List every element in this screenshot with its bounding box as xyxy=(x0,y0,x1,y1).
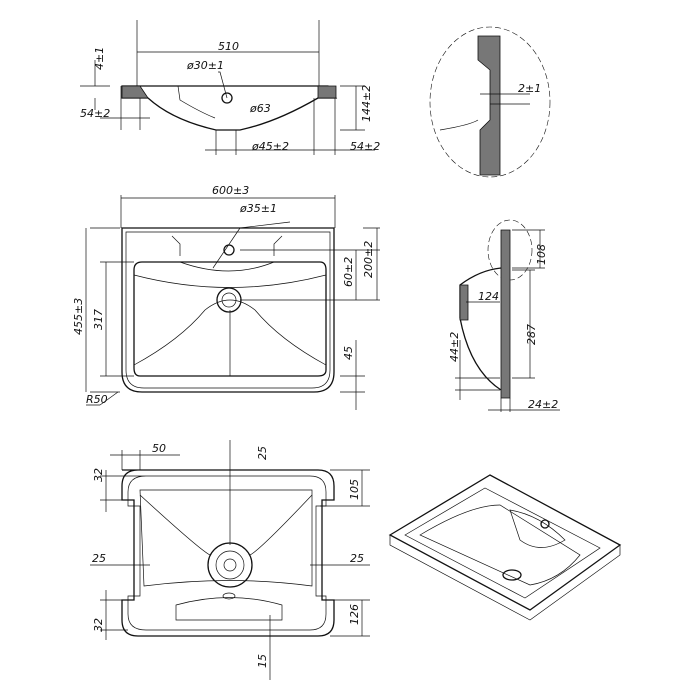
top-drain-from-back-label: 200±2 xyxy=(362,241,375,278)
side-bowl-height-label: 287 xyxy=(525,324,538,345)
detail-view: 2±1 xyxy=(429,26,551,178)
front-left-offset-label: 54±2 xyxy=(80,107,110,120)
bottom-left-bottom-label: 32 xyxy=(92,618,105,632)
front-rim-label: 4±1 xyxy=(93,47,106,70)
front-height-label: 144±2 xyxy=(360,85,373,122)
top-drain-to-tap-label: 60±2 xyxy=(342,257,355,287)
side-bowl-reach-label: 124 xyxy=(478,290,499,303)
bottom-view: 50 25 32 105 25 25 32 126 15 xyxy=(90,440,370,680)
top-front-margin-label: 45 xyxy=(342,346,355,360)
side-wall-thickness-label: 24±2 xyxy=(528,398,558,411)
isometric-view xyxy=(388,474,622,621)
top-view: 600±3 ø35±1 455±3 317 60±2 200±2 45 R50 xyxy=(72,184,380,410)
bottom-right-mid-label: 25 xyxy=(350,552,364,565)
side-front-lip-label: 44±2 xyxy=(448,332,461,362)
front-section-view: 510 ø30±1 ø63 ø45±2 54±2 54±2 144±2 4±1 xyxy=(80,20,380,155)
bottom-left-top-label: 32 xyxy=(92,468,105,482)
bottom-top-rib-label: 25 xyxy=(256,446,269,460)
top-tap-hole-label: ø35±1 xyxy=(239,202,277,215)
front-width-label: 510 xyxy=(218,40,239,53)
top-depth-label: 455±3 xyxy=(72,298,85,335)
bottom-right-bottom-label: 126 xyxy=(348,604,361,625)
front-drain-outer-label: ø63 xyxy=(249,102,271,115)
bottom-right-top-label: 105 xyxy=(348,479,361,500)
front-drain-inner-label: ø45±2 xyxy=(251,140,289,153)
detail-gap-label: 2±1 xyxy=(518,82,541,95)
bottom-rib-label: 15 xyxy=(256,654,269,668)
bottom-left-mid-label: 25 xyxy=(92,552,106,565)
top-bowl-depth-label: 317 xyxy=(92,309,105,330)
front-right-offset-label: 54±2 xyxy=(350,140,380,153)
top-corner-radius-label: R50 xyxy=(86,393,108,406)
bottom-left-offset-label: 50 xyxy=(152,442,166,455)
side-section-view: 108 124 287 44±2 24±2 xyxy=(448,219,560,412)
top-width-label: 600±3 xyxy=(212,184,249,197)
front-tap-hole-label: ø30±1 xyxy=(186,59,224,72)
side-top-label: 108 xyxy=(535,244,548,265)
